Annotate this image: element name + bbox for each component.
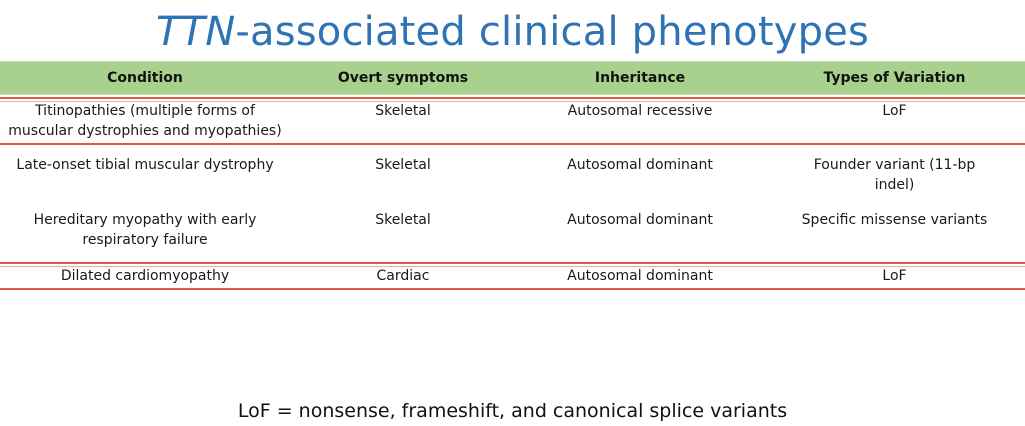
cell-condition: Hereditary myopathy with early respirato…	[33, 212, 257, 248]
slide-title: TTN-associated clinical phenotypes	[0, 6, 1025, 58]
cell-condition: Titinopathies (multiple forms of muscula…	[8, 103, 282, 139]
cell-symptoms: Skeletal	[375, 103, 431, 119]
cell-inheritance: Autosomal dominant	[567, 157, 713, 173]
header-inheritance: Inheritance	[594, 70, 686, 86]
table-header: Condition Overt symptoms Inheritance Typ…	[0, 61, 1025, 95]
cell-condition: Dilated cardiomyopathy	[60, 268, 230, 284]
title-gene-name: TTN	[155, 9, 236, 55]
cell-variation: LoF	[882, 268, 907, 284]
table-row: Late-onset tibial muscular dystrophy Ske…	[0, 155, 1025, 199]
header-types-of-variation: Types of Variation	[823, 70, 966, 86]
cell-inheritance: Autosomal dominant	[567, 268, 713, 284]
table-row: Titinopathies (multiple forms of muscula…	[0, 97, 1025, 145]
cell-symptoms: Cardiac	[376, 268, 430, 284]
table-row: Dilated cardiomyopathy Cardiac Autosomal…	[0, 262, 1025, 290]
cell-inheritance: Autosomal recessive	[567, 103, 713, 119]
header-overt-symptoms: Overt symptoms	[337, 70, 469, 86]
cell-symptoms: Skeletal	[375, 157, 431, 173]
cell-variation: LoF	[882, 103, 907, 119]
title-rest: -associated clinical phenotypes	[235, 9, 870, 55]
cell-variation: Specific missense variants	[801, 212, 988, 228]
footnote-lof-definition: LoF = nonsense, frameshift, and canonica…	[237, 400, 788, 422]
cell-variation: Founder variant (11-bp indel)	[813, 157, 976, 193]
cell-symptoms: Skeletal	[375, 212, 431, 228]
cell-condition: Late-onset tibial muscular dystrophy	[16, 157, 274, 173]
table-row: Hereditary myopathy with early respirato…	[0, 210, 1025, 254]
cell-inheritance: Autosomal dominant	[567, 212, 713, 228]
header-condition: Condition	[107, 70, 183, 86]
